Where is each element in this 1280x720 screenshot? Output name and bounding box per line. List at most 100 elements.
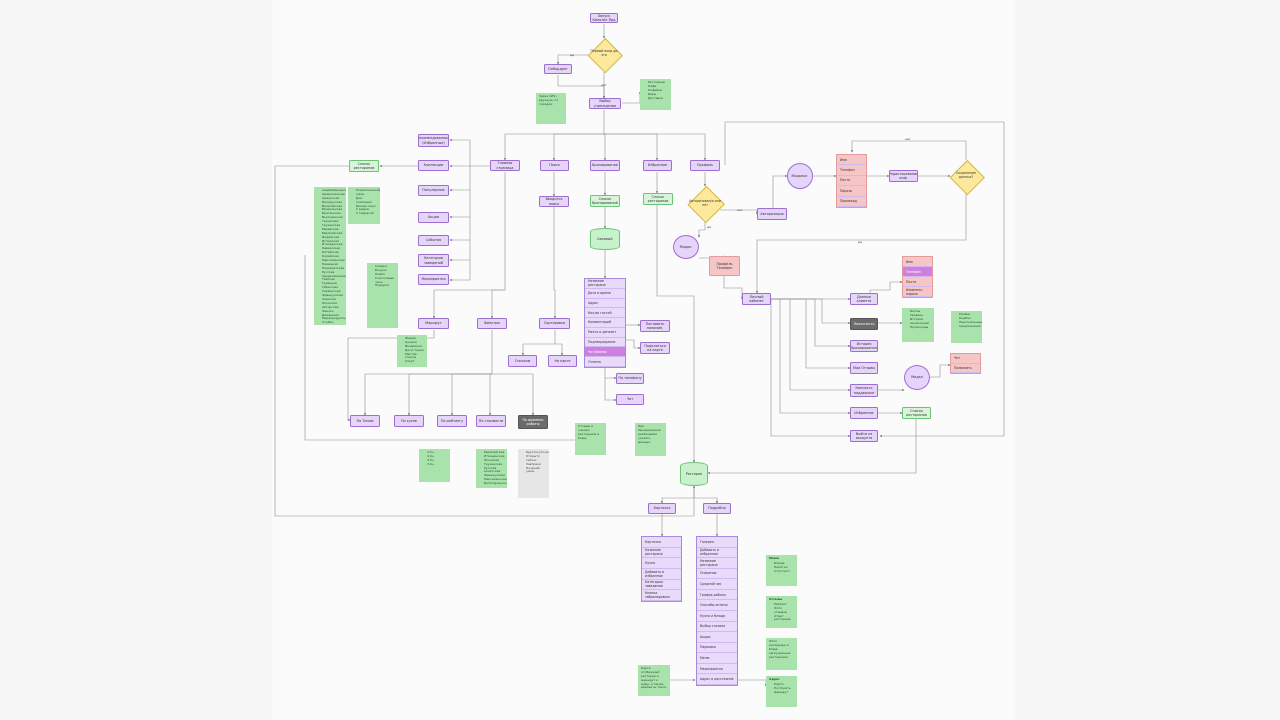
stack-row[interactable]: Имя bbox=[837, 155, 866, 166]
node-filters[interactable]: Фильтры bbox=[477, 318, 507, 329]
stack-row[interactable]: Адрес bbox=[585, 299, 625, 309]
node-edit-profile[interactable]: Редактирование инф. bbox=[889, 170, 918, 182]
note-menu: Меню БлюдаНапиткиСтоп-лист bbox=[766, 555, 797, 586]
stack-row[interactable]: Кухня bbox=[642, 558, 681, 569]
stack-row[interactable]: Галерея bbox=[697, 537, 737, 548]
node-by-type[interactable]: По Типам bbox=[350, 415, 380, 427]
node-rest-list[interactable]: Список ресторанов bbox=[349, 160, 379, 172]
stack-row[interactable]: Акции bbox=[697, 632, 737, 643]
node-loyalty[interactable]: Лояльность bbox=[850, 318, 878, 330]
node-sort[interactable]: Сортировка bbox=[539, 318, 570, 329]
node-personal[interactable]: Личный кабинет bbox=[742, 293, 771, 305]
node-auth[interactable]: Авторизация bbox=[757, 208, 787, 220]
node-list-view[interactable]: Списком bbox=[508, 355, 537, 367]
stack-row[interactable]: Категория заведения bbox=[642, 580, 681, 591]
tab-rest-card[interactable]: Карточка bbox=[648, 503, 676, 514]
note-item: Русская bbox=[322, 270, 343, 275]
stack-row[interactable]: Изменить пароль bbox=[903, 287, 932, 297]
stack-row[interactable]: Подтверждение bbox=[585, 338, 625, 348]
node-history[interactable]: История бронирования bbox=[850, 340, 878, 352]
node-booking-list[interactable]: Список бронирований bbox=[590, 195, 620, 207]
node-by-chat[interactable]: Чат bbox=[616, 394, 644, 405]
node-my-data[interactable]: Данные клиента bbox=[850, 293, 878, 305]
note-item: Японская bbox=[484, 458, 504, 463]
stack-row[interactable]: Позвонить bbox=[951, 364, 980, 373]
node-by-hours[interactable]: По времени работы bbox=[518, 415, 548, 429]
stack-row[interactable]: Добавить в избранное bbox=[642, 569, 681, 580]
node-support[interactable]: Написать поддержке bbox=[850, 384, 878, 397]
note-item: Средиземноморская bbox=[322, 274, 346, 279]
decision-save[interactable]: Сохранение данных? bbox=[950, 160, 982, 192]
stack-row[interactable]: График работы bbox=[697, 590, 737, 601]
stack-row[interactable]: Почта bbox=[837, 176, 866, 187]
stack-row[interactable]: Название ресторана bbox=[697, 558, 737, 569]
stack-row[interactable]: Кол-во гостей bbox=[585, 308, 625, 319]
node-map-view[interactable]: На карте bbox=[548, 355, 577, 367]
stack-row[interactable]: Почта bbox=[903, 277, 932, 287]
node-favorites[interactable]: Избранное bbox=[850, 407, 878, 419]
node-login-modal[interactable]: Модальн. bbox=[787, 163, 813, 189]
stack-row[interactable]: Добавить в избранное bbox=[697, 548, 737, 559]
node-fav-list[interactable]: Список ресторанов bbox=[643, 193, 673, 205]
node-reg-card[interactable]: Профиль Телефон bbox=[709, 256, 740, 276]
stack-row[interactable]: Место и депозит bbox=[585, 328, 625, 338]
node-my-reviews[interactable]: Мои Отзывы bbox=[850, 362, 878, 374]
tab-profile[interactable]: Профиль bbox=[690, 160, 720, 171]
stack-row[interactable]: Телефон bbox=[903, 267, 932, 277]
node-rest-list-2[interactable]: Список ресторанов bbox=[902, 407, 931, 419]
node-logout[interactable]: Выйти из аккаунта bbox=[850, 430, 878, 442]
node-search-input[interactable]: Вводится поиск bbox=[539, 196, 569, 207]
stack-row[interactable]: Имя bbox=[903, 257, 932, 267]
node-reg-modal[interactable]: Модал. bbox=[673, 235, 699, 259]
decision-authorized[interactable]: Авторизован/а или нет bbox=[688, 186, 722, 222]
tab-booking[interactable]: Бронирование bbox=[590, 160, 620, 171]
node-choose-city[interactable]: Выбор учреждения bbox=[589, 98, 621, 109]
stack-row[interactable]: Парковка bbox=[697, 643, 737, 654]
stack-row[interactable]: Пароль bbox=[837, 186, 866, 197]
note-item: Кафе bbox=[648, 84, 668, 89]
node-by-rating[interactable]: По рейтингу bbox=[437, 415, 467, 427]
stack-row[interactable]: Способы оплаты bbox=[697, 600, 737, 611]
stack-row[interactable]: Чат bbox=[951, 354, 980, 364]
node-collections[interactable]: Коллекции bbox=[418, 160, 449, 171]
node-promos[interactable]: Акции bbox=[418, 212, 449, 223]
node-by-price[interactable]: По стоимости bbox=[476, 415, 506, 427]
tab-rest-detail[interactable]: Подробно bbox=[703, 503, 731, 514]
tab-search[interactable]: Поиск bbox=[540, 160, 569, 171]
node-onboarding[interactable]: Онбординг bbox=[544, 64, 572, 74]
tab-main[interactable]: Главная страница bbox=[490, 160, 520, 171]
note-cuisine-items: ЕвропейскаяИтальянскаяЯпонскаяГрузинская… bbox=[479, 450, 507, 486]
note-item: Европейская bbox=[484, 450, 504, 455]
stack-row[interactable]: Выбор столика bbox=[697, 622, 737, 633]
stack-row[interactable]: Чат/Звонок bbox=[585, 347, 625, 358]
stack-row[interactable]: Телефон bbox=[837, 165, 866, 176]
node-categories[interactable]: Категории заведений bbox=[418, 254, 449, 267]
stack-row[interactable]: Название ресторана bbox=[585, 279, 625, 289]
decision-first-login[interactable]: Первый вход до это bbox=[588, 38, 620, 70]
node-by-phone[interactable]: По телефону bbox=[616, 373, 644, 384]
stack-row[interactable]: Меню bbox=[697, 653, 737, 664]
stack-row[interactable]: Адрес и расстояние bbox=[697, 674, 737, 685]
node-by-cuisine[interactable]: По кухне bbox=[394, 415, 424, 427]
node-popular[interactable]: Популярные bbox=[418, 185, 449, 196]
node-book-share[interactable]: Поделиться на карте bbox=[640, 342, 670, 354]
node-support-modal[interactable]: Модал bbox=[904, 365, 930, 390]
stack-row[interactable]: Кнопка забронировать bbox=[642, 590, 681, 601]
node-events[interactable]: События bbox=[418, 235, 449, 246]
stack-row[interactable]: Мероприятия bbox=[697, 664, 737, 675]
stack-row[interactable]: Название ресторана bbox=[642, 548, 681, 559]
stack-row[interactable]: Комментарий bbox=[585, 318, 625, 328]
stack-row[interactable]: Дата и время bbox=[585, 289, 625, 299]
node-map[interactable]: Маршрут bbox=[418, 318, 449, 329]
node-recommended[interactable]: Рекомендованные (Избранные) bbox=[418, 134, 449, 147]
stack-row[interactable]: Отмена bbox=[585, 357, 625, 367]
node-near-me[interactable]: Мероприятия bbox=[418, 274, 449, 285]
stack-row[interactable]: Промокод bbox=[837, 197, 866, 207]
stack-row[interactable]: Кухня и блюда bbox=[697, 611, 737, 622]
node-book-reminder[interactable]: Поставить напомин. bbox=[640, 320, 670, 332]
stack-row[interactable]: Карточка bbox=[642, 537, 681, 548]
stack-row[interactable]: Средний чек bbox=[697, 579, 737, 590]
tab-favorites[interactable]: Избранное bbox=[643, 160, 672, 171]
node-start[interactable]: Запуск Кинолот Ярд bbox=[590, 13, 618, 23]
stack-row[interactable]: Описание bbox=[697, 569, 737, 580]
